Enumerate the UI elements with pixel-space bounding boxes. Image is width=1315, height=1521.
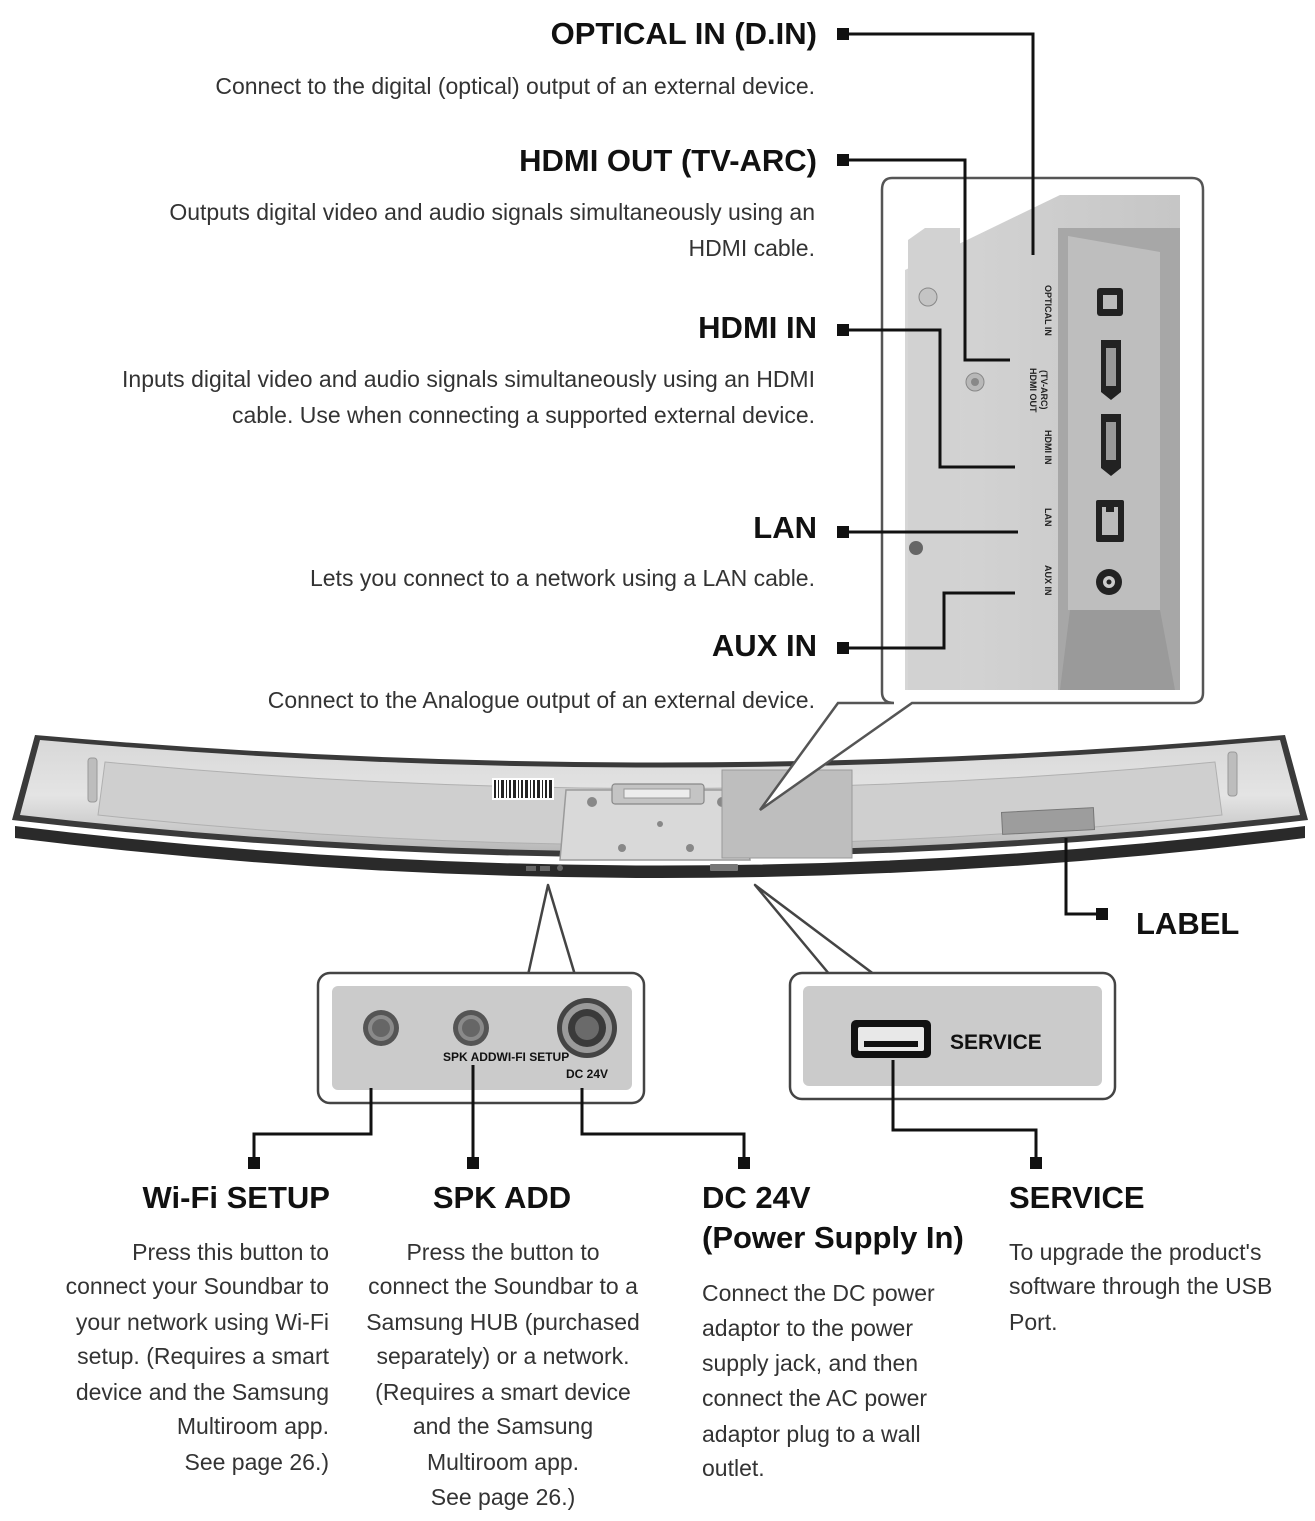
box-label-dc: DC 24V bbox=[566, 1067, 608, 1081]
lan-callout: LAN Lets you connect to a network using … bbox=[310, 510, 817, 591]
wifi-desc-4: setup. (Requires a smart bbox=[77, 1343, 329, 1369]
aux-in-callout: AUX IN Connect to the Analogue output of… bbox=[268, 628, 817, 713]
hdmi-out-title: HDMI OUT (TV-ARC) bbox=[519, 143, 817, 178]
dc-24v-title-1: DC 24V bbox=[702, 1180, 811, 1215]
barcode-sticker bbox=[492, 778, 554, 800]
dc-desc-4: connect the AC power bbox=[702, 1385, 927, 1411]
panel-label-optical: OPTICAL IN bbox=[1043, 285, 1053, 336]
buttons-callout-box: SPK ADDWI-FI SETUP DC 24V bbox=[316, 971, 646, 1105]
hdmi-in-desc-1: Inputs digital video and audio signals s… bbox=[122, 366, 815, 392]
label-sticker bbox=[1000, 807, 1096, 835]
service-callout: SERVICE To upgrade the product's softwar… bbox=[1009, 1180, 1272, 1335]
bottom-callout-wedges bbox=[526, 883, 877, 977]
spk-desc-4: separately) or a network. bbox=[376, 1343, 629, 1369]
aux-in-title: AUX IN bbox=[712, 628, 817, 663]
spk-desc-5: (Requires a smart device bbox=[375, 1379, 631, 1405]
wifi-setup-button-icon bbox=[363, 1010, 399, 1046]
wifi-desc-7: See page 26.) bbox=[184, 1449, 329, 1475]
panel-label-hdmi-in: HDMI IN bbox=[1043, 430, 1053, 465]
spk-add-callout: SPK ADD Press the button to connect the … bbox=[366, 1180, 640, 1510]
dc-desc-2: adaptor to the power bbox=[702, 1315, 913, 1341]
mounting-plate bbox=[559, 783, 751, 861]
panel-label-hdmi-out-1: HDMI OUT bbox=[1028, 368, 1038, 413]
spk-add-button-icon bbox=[453, 1010, 489, 1046]
hdmi-in-port-icon bbox=[1101, 414, 1121, 476]
label-callout: LABEL bbox=[1064, 838, 1239, 941]
dc-24v-callout: DC 24V (Power Supply In) Connect the DC … bbox=[702, 1180, 964, 1481]
bottom-port-hints bbox=[526, 864, 738, 871]
hdmi-in-desc-2: cable. Use when connecting a supported e… bbox=[232, 402, 815, 428]
aux-port-icon bbox=[1096, 569, 1122, 595]
hdmi-in-callout: HDMI IN Inputs digital video and audio s… bbox=[122, 310, 817, 428]
panel-label-hdmi-out-2: (TV-ARC) bbox=[1039, 370, 1049, 410]
wifi-setup-callout: Wi-Fi SETUP Press this button to connect… bbox=[66, 1180, 330, 1475]
panel-label-lan: LAN bbox=[1043, 508, 1053, 527]
dc-desc-5: adaptor plug to a wall bbox=[702, 1421, 921, 1447]
spk-desc-3: Samsung HUB (purchased bbox=[366, 1309, 640, 1335]
optical-in-desc-1: Connect to the digital (optical) output … bbox=[215, 73, 815, 99]
wifi-desc-3: your network using Wi-Fi bbox=[76, 1309, 329, 1335]
spk-desc-7: Multiroom app. bbox=[427, 1449, 579, 1475]
bottom-leader-lines bbox=[248, 1060, 1042, 1169]
top-leader-lines bbox=[837, 28, 1035, 654]
optical-in-title: OPTICAL IN (D.IN) bbox=[551, 16, 817, 51]
dc-desc-6: outlet. bbox=[702, 1455, 765, 1481]
box-label-spk-wifi: SPK ADDWI-FI SETUP bbox=[443, 1050, 569, 1064]
service-callout-box: SERVICE bbox=[788, 971, 1117, 1101]
wifi-desc-5: device and the Samsung bbox=[76, 1379, 329, 1405]
service-desc-3: Port. bbox=[1009, 1309, 1058, 1335]
aux-in-desc-1: Connect to the Analogue output of an ext… bbox=[268, 687, 815, 713]
hdmi-out-port-icon bbox=[1101, 340, 1121, 400]
wifi-desc-1: Press this button to bbox=[132, 1239, 329, 1265]
right-bracket bbox=[1227, 751, 1238, 797]
dc-desc-3: supply jack, and then bbox=[702, 1350, 918, 1376]
service-desc-2: software through the USB bbox=[1009, 1273, 1272, 1299]
optical-port-icon bbox=[1097, 288, 1123, 316]
lan-title: LAN bbox=[753, 510, 817, 545]
service-desc-1: To upgrade the product's bbox=[1009, 1239, 1261, 1265]
spk-desc-2: connect the Soundbar to a bbox=[368, 1273, 638, 1299]
dc-24v-title-2: (Power Supply In) bbox=[702, 1220, 964, 1255]
box-label-service: SERVICE bbox=[950, 1031, 1042, 1054]
panel-label-aux: AUX IN bbox=[1043, 565, 1053, 596]
wifi-desc-2: connect your Soundbar to bbox=[66, 1273, 329, 1299]
side-panel-callout: OPTICAL IN HDMI OUT (TV-ARC) HDMI IN LAN… bbox=[758, 176, 1205, 812]
soundbar-body bbox=[12, 735, 1308, 878]
lan-port-icon bbox=[1096, 500, 1124, 542]
spk-desc-8: See page 26.) bbox=[431, 1484, 576, 1510]
service-title: SERVICE bbox=[1009, 1180, 1145, 1215]
wifi-setup-title: Wi-Fi SETUP bbox=[143, 1180, 330, 1215]
usb-port-icon bbox=[851, 1020, 931, 1058]
dc-jack-icon bbox=[557, 998, 617, 1058]
hdmi-out-desc-2: HDMI cable. bbox=[688, 235, 815, 261]
label-title: LABEL bbox=[1136, 906, 1239, 941]
hdmi-in-title: HDMI IN bbox=[698, 310, 817, 345]
spk-desc-6: and the Samsung bbox=[413, 1413, 593, 1439]
hdmi-out-callout: HDMI OUT (TV-ARC) Outputs digital video … bbox=[169, 143, 817, 261]
optical-in-callout: OPTICAL IN (D.IN) Connect to the digital… bbox=[215, 16, 817, 99]
lan-desc-1: Lets you connect to a network using a LA… bbox=[310, 565, 815, 591]
dc-desc-1: Connect the DC power bbox=[702, 1280, 935, 1306]
spk-add-title: SPK ADD bbox=[433, 1180, 571, 1215]
hdmi-out-desc-1: Outputs digital video and audio signals … bbox=[169, 199, 815, 225]
wifi-desc-6: Multiroom app. bbox=[177, 1413, 329, 1439]
spk-desc-1: Press the button to bbox=[406, 1239, 599, 1265]
left-bracket bbox=[87, 757, 98, 803]
